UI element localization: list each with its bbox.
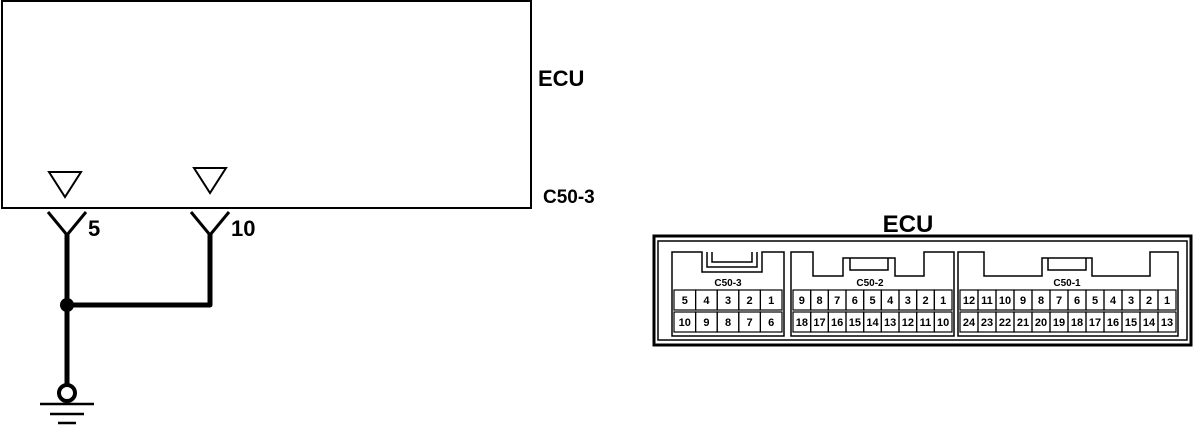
- pin-number: 5: [869, 295, 875, 307]
- pin-number: 12: [902, 317, 914, 329]
- pin-number: 6: [768, 317, 774, 329]
- pin-number: 6: [852, 295, 858, 307]
- pin-number: 22: [999, 317, 1011, 329]
- pin-number: 13: [1161, 317, 1173, 329]
- pin-number: 5: [1092, 295, 1098, 307]
- pin-cell: [1157, 311, 1177, 333]
- pin-5-connector-icon: [46, 211, 88, 236]
- c50-3-label: C50-3: [714, 278, 742, 289]
- pin-cell: [759, 289, 783, 311]
- pin-number: 3: [725, 295, 731, 307]
- splice-point: [60, 298, 74, 312]
- pin-number: 6: [1074, 295, 1080, 307]
- connector-c50-3: C50-3 5 4 3 2 1 10 9 8 7 6: [671, 251, 785, 337]
- pin-number: 10: [999, 295, 1011, 307]
- pin-number: 8: [725, 317, 731, 329]
- pin-number: 21: [1017, 317, 1029, 329]
- pin-number: 4: [887, 295, 894, 307]
- pin-5-label: 5: [88, 216, 100, 241]
- pin-cell: [933, 311, 953, 333]
- pin-number: 9: [799, 295, 805, 307]
- pin-number: 17: [1089, 317, 1101, 329]
- pin-number: 24: [963, 317, 976, 329]
- pin-number: 2: [747, 295, 753, 307]
- ground-icon: [40, 383, 94, 425]
- pin-number: 3: [1128, 295, 1134, 307]
- pin-number: 19: [1053, 317, 1065, 329]
- pin-number: 10: [937, 317, 949, 329]
- pin-number: 9: [703, 317, 709, 329]
- terminal-triangle-icon: [192, 167, 228, 195]
- pin-number: 8: [1038, 295, 1044, 307]
- pin-number: 16: [1107, 317, 1119, 329]
- pin-number: 2: [1146, 295, 1152, 307]
- connector-label: C50-3: [543, 187, 595, 208]
- pin-cell: [759, 311, 783, 333]
- pin-number: 23: [981, 317, 993, 329]
- pin-number: 7: [747, 317, 753, 329]
- pin-number: 8: [816, 295, 822, 307]
- pin-number: 13: [884, 317, 896, 329]
- pin-number: 5: [682, 295, 688, 307]
- connector-view-title: ECU: [883, 211, 934, 238]
- terminal-triangle-icon: [47, 171, 83, 199]
- pin-number: 18: [1071, 317, 1083, 329]
- ecu-box: [1, 0, 532, 209]
- pin-number: 1: [768, 295, 774, 307]
- pin-10-label: 10: [231, 216, 255, 241]
- c50-1-label: C50-1: [1053, 278, 1081, 289]
- pin-number: 4: [703, 295, 710, 307]
- pin-cell: [933, 289, 953, 311]
- pin-cell: [1157, 289, 1177, 311]
- pin-number: 9: [1020, 295, 1026, 307]
- pin-number: 16: [831, 317, 843, 329]
- pin-number: 12: [963, 295, 975, 307]
- pin-number: 15: [1125, 317, 1137, 329]
- ecu-connector-inner: [657, 240, 1188, 341]
- pin-number: 7: [1056, 295, 1062, 307]
- pin-number: 11: [920, 317, 932, 329]
- ground-wires: [64, 234, 213, 385]
- c50-2-label: C50-2: [856, 278, 884, 289]
- pin-number: 11: [981, 295, 993, 307]
- pin-number: 7: [834, 295, 840, 307]
- pin-number: 20: [1035, 317, 1047, 329]
- pin-number: 1: [1164, 295, 1170, 307]
- pin-number: 4: [1110, 295, 1117, 307]
- pin-number: 10: [679, 317, 691, 329]
- pin-number: 3: [905, 295, 911, 307]
- ecu-connector-outer: [652, 234, 1193, 347]
- pin-number: 14: [1143, 317, 1156, 329]
- pin-number: 2: [922, 295, 928, 307]
- pin-number: 1: [940, 295, 946, 307]
- pin-10-connector-icon: [189, 211, 231, 236]
- pin-number: 14: [866, 317, 879, 329]
- pin-number: 15: [849, 317, 861, 329]
- pin-number: 17: [813, 317, 825, 329]
- ecu-label: ECU: [538, 66, 584, 91]
- pin-number: 18: [796, 317, 808, 329]
